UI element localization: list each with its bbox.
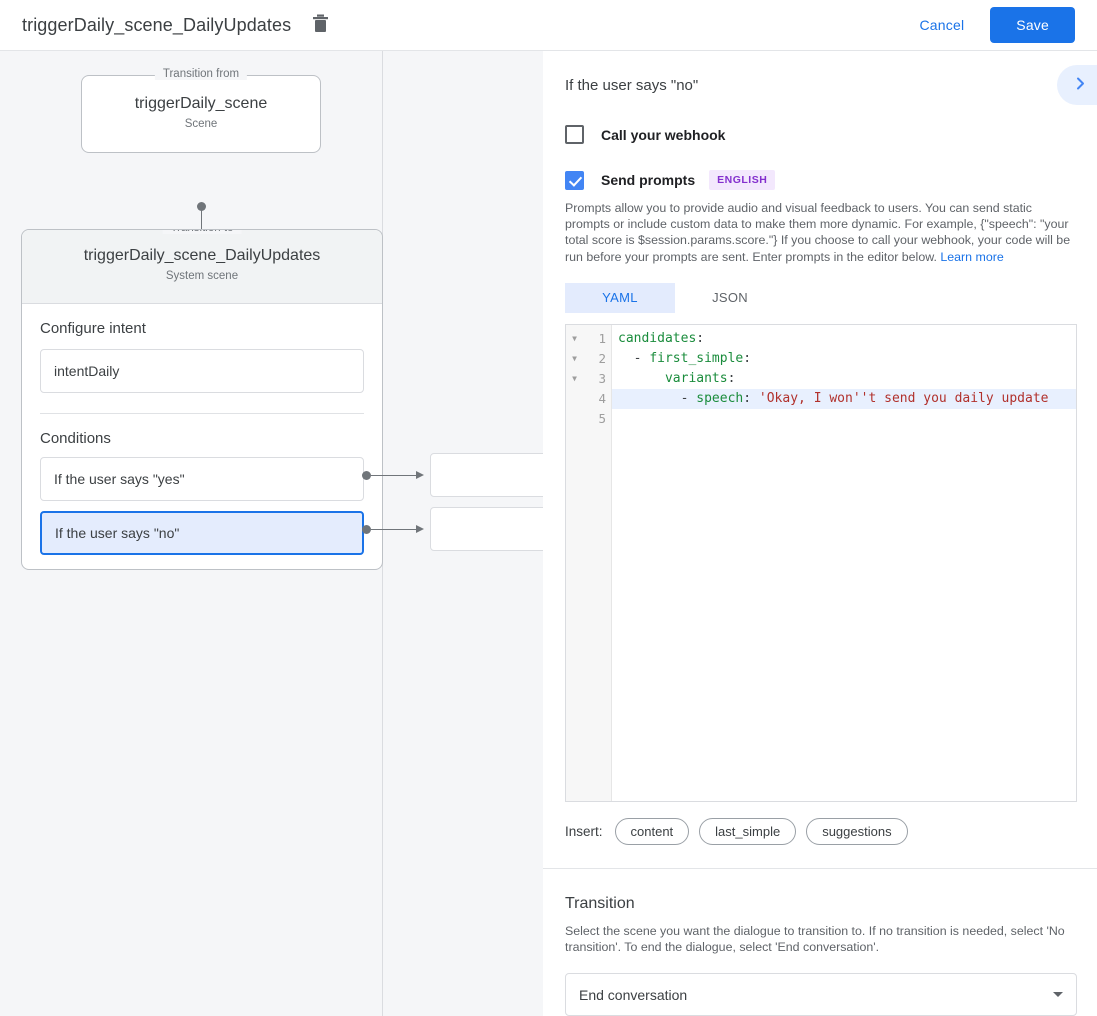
configure-intent-section: Configure intent intentDaily: [22, 304, 382, 414]
webhook-checkbox[interactable]: [565, 125, 584, 144]
node-from-subtitle: Scene: [184, 118, 218, 130]
editor-code-line: - first_simple:: [612, 349, 1076, 369]
prompts-help-text: Prompts allow you to provide audio and v…: [565, 200, 1075, 265]
chevron-right-icon: [1074, 77, 1087, 93]
fold-triangle-icon[interactable]: ▼: [572, 353, 577, 363]
editor-gutter-row: 4: [566, 389, 611, 409]
node-transition-from[interactable]: Transition from triggerDaily_scene Scene: [81, 68, 321, 153]
condition-item-no[interactable]: If the user says "no": [40, 511, 364, 555]
send-prompts-checkbox[interactable]: [565, 170, 584, 190]
edge-yes-arrowhead: [416, 471, 424, 479]
condition-yes-port: [362, 471, 371, 480]
chevron-down-icon: [1053, 992, 1063, 998]
tab-json[interactable]: JSON: [712, 290, 748, 306]
condition-item-yes-label: If the user says "yes": [54, 471, 185, 487]
save-button[interactable]: Save: [990, 7, 1075, 43]
code-token: :: [743, 350, 752, 366]
fold-triangle-icon[interactable]: ▼: [572, 373, 577, 383]
editor-gutter-row: ▼1: [566, 329, 611, 349]
insert-chip-last-simple[interactable]: last_simple: [699, 817, 797, 845]
transition-title: Transition: [565, 894, 635, 912]
code-token: speech: [696, 390, 744, 406]
language-badge: ENGLISH: [709, 170, 776, 190]
editor-code-line: variants:: [612, 369, 1076, 389]
node-from-title: triggerDaily_scene: [134, 95, 268, 112]
editor-line-number: 4: [598, 391, 606, 407]
configure-intent-title: Configure intent: [40, 320, 146, 337]
editor-code-line: - speech: 'Okay, I won''t send you daily…: [612, 388, 1076, 409]
delete-button[interactable]: [305, 10, 335, 40]
panel-section-divider: [543, 867, 1097, 869]
flow-canvas[interactable]: Transition from triggerDaily_scene Scene…: [0, 51, 543, 1016]
condition-item-yes[interactable]: If the user says "yes": [40, 457, 364, 501]
node-transition-to[interactable]: Transition to triggerDaily_scene_DailyUp…: [21, 229, 383, 570]
intent-field[interactable]: intentDaily: [40, 349, 364, 393]
code-token: -: [618, 390, 697, 406]
send-prompts-label: Send prompts: [601, 172, 696, 188]
top-bar: triggerDaily_scene_DailyUpdates Cancel S…: [0, 0, 1097, 51]
editor-gutter-row: ▼2: [566, 349, 611, 369]
stub-box-no[interactable]: [430, 507, 543, 551]
node-from-legend: Transition from: [154, 68, 248, 80]
code-token: :: [743, 390, 759, 406]
transition-select[interactable]: End conversation: [565, 973, 1077, 1016]
code-token: 'Okay, I won''t send you daily update: [758, 390, 1049, 406]
edge-no-line: [371, 529, 416, 530]
panel-collapse-button[interactable]: [1057, 65, 1097, 105]
code-token: first_simple: [649, 350, 744, 366]
node-to-header: triggerDaily_scene_DailyUpdates System s…: [22, 230, 382, 304]
trash-icon: [312, 14, 329, 36]
code-token: :: [727, 370, 736, 386]
node-to-subtitle: System scene: [165, 270, 239, 282]
edge-yes-line: [371, 475, 416, 476]
webhook-checkbox-row[interactable]: Call your webhook: [565, 125, 1075, 144]
transition-description: Select the scene you want the dialogue t…: [565, 923, 1065, 955]
editor-line-number: 2: [598, 351, 606, 367]
code-token: variants: [664, 370, 728, 386]
insert-chip-content[interactable]: content: [614, 817, 690, 845]
node-to-title: triggerDaily_scene_DailyUpdates: [83, 247, 321, 264]
editor-line-number: 3: [598, 371, 606, 387]
webhook-label: Call your webhook: [601, 126, 726, 143]
edge-no-arrowhead: [416, 525, 424, 533]
cancel-button[interactable]: Cancel: [906, 9, 979, 41]
code-token: candidates: [618, 330, 697, 346]
transition-select-value: End conversation: [579, 986, 688, 1003]
conditions-title: Conditions: [40, 430, 111, 447]
condition-item-no-label: If the user says "no": [55, 525, 180, 541]
editor-format-tabs: YAML JSON: [565, 282, 1075, 313]
panel-title: If the user says "no": [565, 77, 699, 94]
panel-body: Call your webhook Send prompts ENGLISH P…: [543, 125, 1097, 845]
page-title: triggerDaily_scene_DailyUpdates: [22, 14, 292, 35]
editor-gutter-row: 5: [566, 409, 611, 429]
insert-label: Insert:: [565, 823, 603, 839]
condition-no-port: [362, 525, 371, 534]
tab-yaml[interactable]: YAML: [565, 282, 675, 313]
conditions-section: Conditions If the user says "yes" If the…: [22, 414, 382, 555]
code-token: [618, 371, 665, 386]
transition-section: Transition Select the scene you want the…: [543, 895, 1097, 1016]
code-token: -: [618, 350, 650, 366]
editor-code-line: candidates:: [612, 329, 1076, 349]
stub-box-yes[interactable]: [430, 453, 543, 497]
insert-row: Insert: content last_simple suggestions: [565, 817, 1075, 845]
editor-code-area[interactable]: candidates: - first_simple: variants: - …: [612, 325, 1076, 801]
fold-triangle-icon[interactable]: ▼: [572, 333, 577, 343]
send-prompts-checkbox-row[interactable]: Send prompts ENGLISH: [565, 170, 1075, 190]
editor-code-line: [612, 409, 1076, 429]
editor-line-number: 1: [598, 331, 606, 347]
editor-line-number: 5: [598, 411, 606, 427]
code-token: :: [696, 330, 705, 346]
insert-chip-suggestions[interactable]: suggestions: [806, 817, 908, 845]
node-to-legend: Transition to: [162, 230, 242, 234]
editor-gutter-row: ▼3: [566, 369, 611, 389]
section-divider: [40, 413, 364, 414]
learn-more-link[interactable]: Learn more: [940, 249, 1004, 264]
panel-header: If the user says "no": [543, 51, 1097, 105]
prompts-help-body: Prompts allow you to provide audio and v…: [565, 201, 1071, 264]
details-panel: If the user says "no" Call your webhook …: [543, 51, 1097, 1016]
